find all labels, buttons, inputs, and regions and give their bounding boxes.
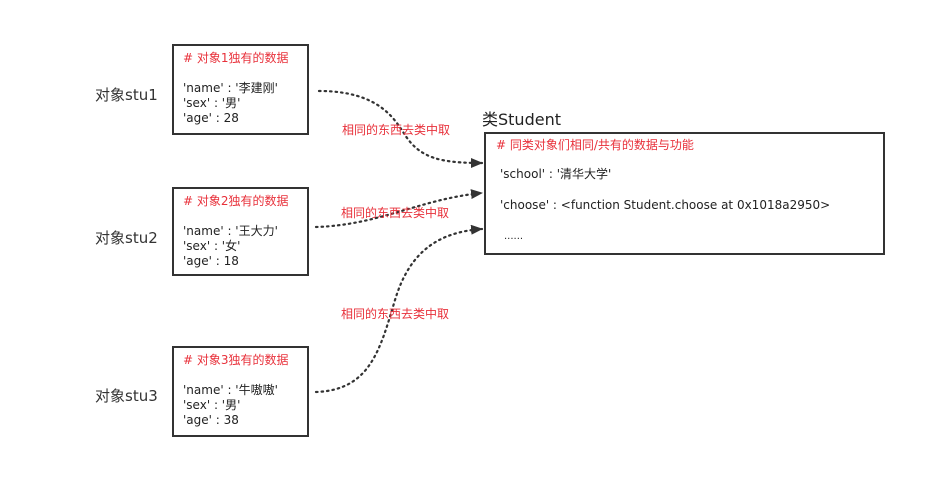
object-comment: # 对象3独有的数据	[183, 353, 289, 367]
field-age: 'age' : 38	[183, 413, 239, 427]
object-box-stu2: # 对象2独有的数据 'name' : '王大力' 'sex' : '女' 'a…	[172, 187, 309, 276]
arrow-stu3-to-class	[314, 224, 484, 394]
field-sex: 'sex' : '女'	[183, 239, 241, 253]
field-name: 'name' : '李建刚'	[183, 81, 278, 95]
arrow-stu2-to-class	[314, 189, 484, 229]
object-box-stu1: # 对象1独有的数据 'name' : '李建刚' 'sex' : '男' 'a…	[172, 44, 309, 135]
field-sex: 'sex' : '男'	[183, 96, 241, 110]
class-title: 类Student	[482, 110, 561, 129]
arrow-label-3: 相同的东西去类中取	[341, 307, 450, 321]
field-choose: 'choose' : <function Student.choose at 0…	[500, 198, 831, 212]
class-comment: # 同类对象们相同/共有的数据与功能	[496, 138, 694, 152]
object-comment: # 对象2独有的数据	[183, 194, 289, 208]
arrow-stu1-to-class	[317, 89, 484, 168]
object-label-stu1: 对象stu1	[95, 86, 158, 104]
arrow-label-2: 相同的东西去类中取	[341, 206, 450, 220]
object-comment: # 对象1独有的数据	[183, 51, 289, 65]
field-sex: 'sex' : '男'	[183, 398, 241, 412]
field-name: 'name' : '牛嗷嗷'	[183, 383, 278, 397]
object-label-stu2: 对象stu2	[95, 229, 158, 247]
field-name: 'name' : '王大力'	[183, 224, 278, 238]
arrow-label-1: 相同的东西去类中取	[342, 123, 451, 137]
object-box-stu3: # 对象3独有的数据 'name' : '牛嗷嗷' 'sex' : '男' 'a…	[172, 346, 309, 437]
field-age: 'age' : 28	[183, 111, 239, 125]
field-school: 'school' : '清华大学'	[500, 167, 612, 181]
class-box-student: # 同类对象们相同/共有的数据与功能 'school' : '清华大学' 'ch…	[484, 132, 885, 255]
object-label-stu3: 对象stu3	[95, 387, 158, 405]
field-age: 'age' : 18	[183, 254, 239, 268]
field-ellipsis: ......	[504, 231, 524, 242]
